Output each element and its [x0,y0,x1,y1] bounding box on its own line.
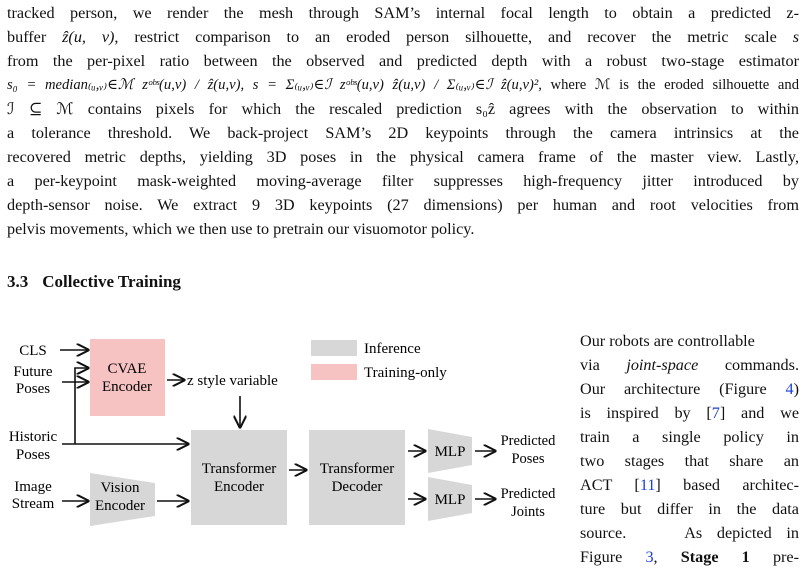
estimator-formula: s₀ = median₍ᵤ,ᵥ₎∈ℳ zᵒᵇˢ(u,v) / ẑ(u,v), s… [7,77,539,93]
input-image-stream-1: Image [14,479,52,495]
mlp-top-label: MLP [435,444,466,460]
transformer-decoder-block [309,430,405,525]
side-line-8: ture but differ in the data [580,500,799,518]
figure-3-link[interactable]: 3 [645,548,654,566]
input-future-poses-1: Future [13,364,53,380]
side-line-10: Figure 3, Stage 1 pre- [580,548,800,566]
transformer-encoder-label-2: Encoder [214,479,264,495]
side-column-text: Our robots are controllable via joint-sp… [580,329,799,569]
arrow-historic-branch-up [74,368,88,444]
z-style-variable: z style variable [187,373,278,389]
section-heading: 3.3 Collective Training [7,272,181,292]
mlp-top-block [428,429,472,473]
section-number: 3.3 [7,272,29,291]
transformer-decoder-label-1: Transformer [320,461,394,477]
output-predicted-joints-1: Predicted [501,486,557,502]
output-predicted-poses-1: Predicted [501,433,557,449]
legend-training-label: Training-only [364,365,447,381]
input-cls: CLS [19,343,47,359]
para-line-4: s₀ = median₍ᵤ,ᵥ₎∈ℳ zᵒᵇˢ(u,v) / ẑ(u,v), s… [7,77,799,93]
architecture-figure: Inference Training-only CLS Future Poses… [0,320,570,544]
para-line-2: buffer ẑ(u, v), restrict comparison to a… [7,28,799,46]
legend-inference-swatch [311,340,357,356]
para-line-10: pelvis movements, which we then use to p… [7,220,475,238]
side-line-2: via joint-space commands. [580,356,799,374]
side-line-5: train a single policy in [580,428,799,446]
transformer-encoder-label-1: Transformer [202,461,276,477]
para-line-7: recovered metric depths, yielding 3D pos… [7,148,799,166]
body-paragraph: tracked person, we render the mesh throu… [7,1,799,241]
vision-encoder-label-2: Encoder [95,498,145,514]
output-predicted-poses-2: Poses [511,451,544,467]
side-line-6: two stages that share an [580,452,799,470]
para-line-9: depth-sensor noise. We extract 9 3D keyp… [7,196,799,214]
section-title: Collective Training [42,272,181,291]
cvae-encoder-block [90,339,165,416]
side-line-4: is inspired by [7] and we [580,404,800,422]
side-line-7: ACT [11] based architec- [580,476,799,494]
transformer-encoder-block [191,430,287,525]
para-line-3: from the per-pixel ratio between the obs… [7,52,799,70]
mlp-bottom-block [428,477,472,521]
citation-7-link[interactable]: 7 [711,404,720,422]
side-line-9: source. As depicted in [580,524,799,542]
input-historic-poses-2: Poses [16,447,50,463]
para-line-6: a tolerance threshold. We back-project S… [7,124,799,142]
para-line-5: ℐ ⊆ ℳ contains pixels for which the resc… [7,100,799,118]
side-line-3: Our architecture (Figure 4) [580,380,799,398]
input-image-stream-2: Stream [12,496,55,512]
input-historic-poses-1: Historic [9,429,58,445]
vision-encoder-label-1: Vision [100,480,140,496]
input-future-poses-2: Poses [16,381,50,397]
legend-inference-label: Inference [364,341,421,357]
citation-11-link[interactable]: 11 [639,476,656,494]
side-line-1: Our robots are controllable [580,332,755,350]
cvae-encoder-label-2: Encoder [102,379,152,395]
para-line-1: tracked person, we render the mesh throu… [7,4,799,22]
figure-4-link[interactable]: 4 [785,380,794,398]
cvae-encoder-label-1: CVAE [108,361,147,377]
para-line-8: a per-keypoint mask-weighted moving-aver… [7,172,799,190]
transformer-decoder-label-2: Decoder [332,479,383,495]
output-predicted-joints-2: Joints [511,504,545,520]
legend-training-swatch [311,364,357,380]
vision-encoder-block [90,473,155,526]
mlp-bottom-label: MLP [435,492,466,508]
